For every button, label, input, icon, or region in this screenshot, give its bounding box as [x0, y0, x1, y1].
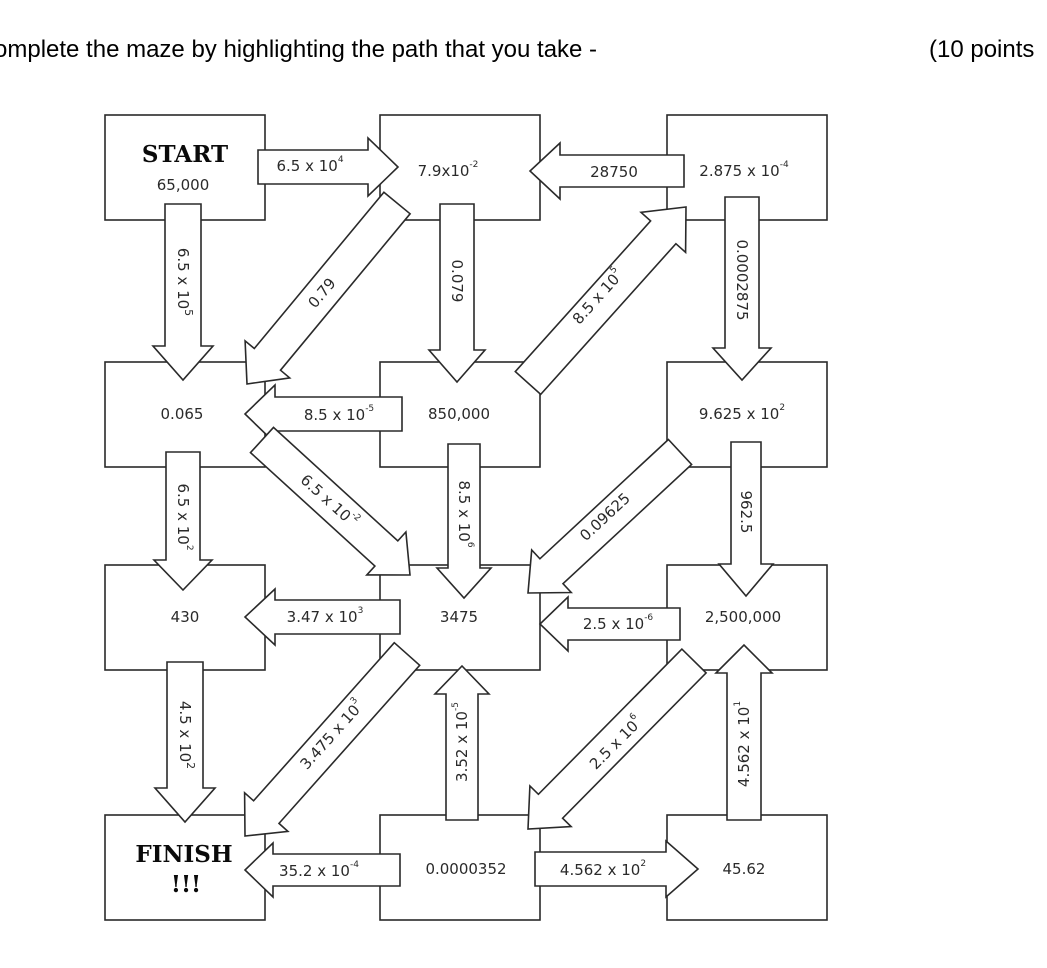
maze-arrow-a19[interactable]: [527, 647, 708, 830]
cell-r3c1[interactable]: [379, 814, 541, 921]
cell-r2c2-label: 2,500,000: [705, 608, 781, 626]
maze-arrow-a10[interactable]: [249, 426, 411, 576]
cell-r1c0-label: 0.065: [161, 405, 204, 423]
arrow-label-a13: 962.5: [737, 491, 755, 534]
maze-arrow-a2[interactable]: [528, 141, 685, 201]
instruction-text: omplete the maze by highlighting the pat…: [0, 36, 598, 63]
points-label: (10 points: [929, 36, 1035, 63]
cell-r2c1-label: 3475: [440, 608, 478, 626]
maze-arrow-a20[interactable]: [714, 643, 774, 821]
maze-arrow-a21[interactable]: [243, 841, 401, 899]
maze-arrow-a4[interactable]: [244, 191, 412, 385]
maze-arrow-a1[interactable]: [257, 136, 400, 198]
cell-r1c2-label: 9.625 x 102: [699, 403, 785, 423]
maze-arrow-a11[interactable]: [435, 443, 493, 600]
cell-r3c2-label: 45.62: [723, 860, 766, 878]
arrow-label-a14: 3.47 x 103: [287, 606, 364, 626]
arrow-label-a2: 28750: [590, 163, 638, 181]
arrow-label-a18: 3.52 x 10-5: [451, 702, 471, 782]
maze-arrow-a14[interactable]: [243, 587, 401, 647]
maze-arrow-a18[interactable]: [433, 664, 491, 821]
maze-arrow-a16[interactable]: [153, 661, 217, 824]
arrow-label-a3: 6.5 x 105: [174, 248, 196, 316]
arrow-label-a22: 4.562 x 102: [560, 859, 646, 879]
cell-r3c1-label: 0.0000352: [425, 860, 506, 878]
maze-arrow-a17[interactable]: [243, 641, 421, 837]
cell-r1c1-label: 850,000: [428, 405, 490, 423]
arrow-label-a5: 0.079: [448, 260, 466, 303]
arrow-label-a21: 35.2 x 10-4: [279, 860, 359, 880]
maze-arrow-a13[interactable]: [717, 441, 775, 598]
arrow-label-a9: 6.5 x 102: [174, 483, 194, 550]
start-title: START: [142, 141, 228, 168]
maze-arrow-a8[interactable]: [243, 383, 403, 445]
maze-arrow-a3[interactable]: [151, 203, 215, 382]
arrow-label-a7: 0.0002875: [733, 239, 751, 320]
arrow-label-a15: 2.5 x 10-6: [583, 613, 654, 633]
maze-arrow-a7[interactable]: [711, 196, 773, 382]
maze-arrow-a6[interactable]: [514, 206, 687, 396]
arrow-label-a11: 8.5 x 106: [455, 480, 475, 547]
maze-arrow-a22[interactable]: [534, 839, 700, 899]
maze-arrow-a12[interactable]: [527, 438, 693, 594]
cell-finish[interactable]: [104, 814, 266, 921]
arrow-label-a8: 8.5 x 10-5: [304, 404, 374, 424]
arrow-label-a16: 4.5 x 102: [176, 701, 198, 769]
cell-r0c1-label: 7.9x10-2: [418, 160, 479, 180]
cell-r0c2-label: 2.875 x 10-4: [699, 160, 789, 180]
maze-arrow-a9[interactable]: [152, 451, 214, 592]
maze-arrow-a15[interactable]: [538, 595, 681, 653]
arrow-label-a20: 4.562 x 101: [733, 701, 753, 787]
start-value: 65,000: [157, 176, 210, 194]
arrow-label-a1: 6.5 x 104: [276, 155, 343, 175]
cell-r2c0-label: 430: [171, 608, 200, 626]
maze-arrow-a5[interactable]: [427, 203, 487, 384]
finish-exclaim: !!!: [171, 871, 201, 898]
finish-title: FINISH: [135, 841, 232, 868]
